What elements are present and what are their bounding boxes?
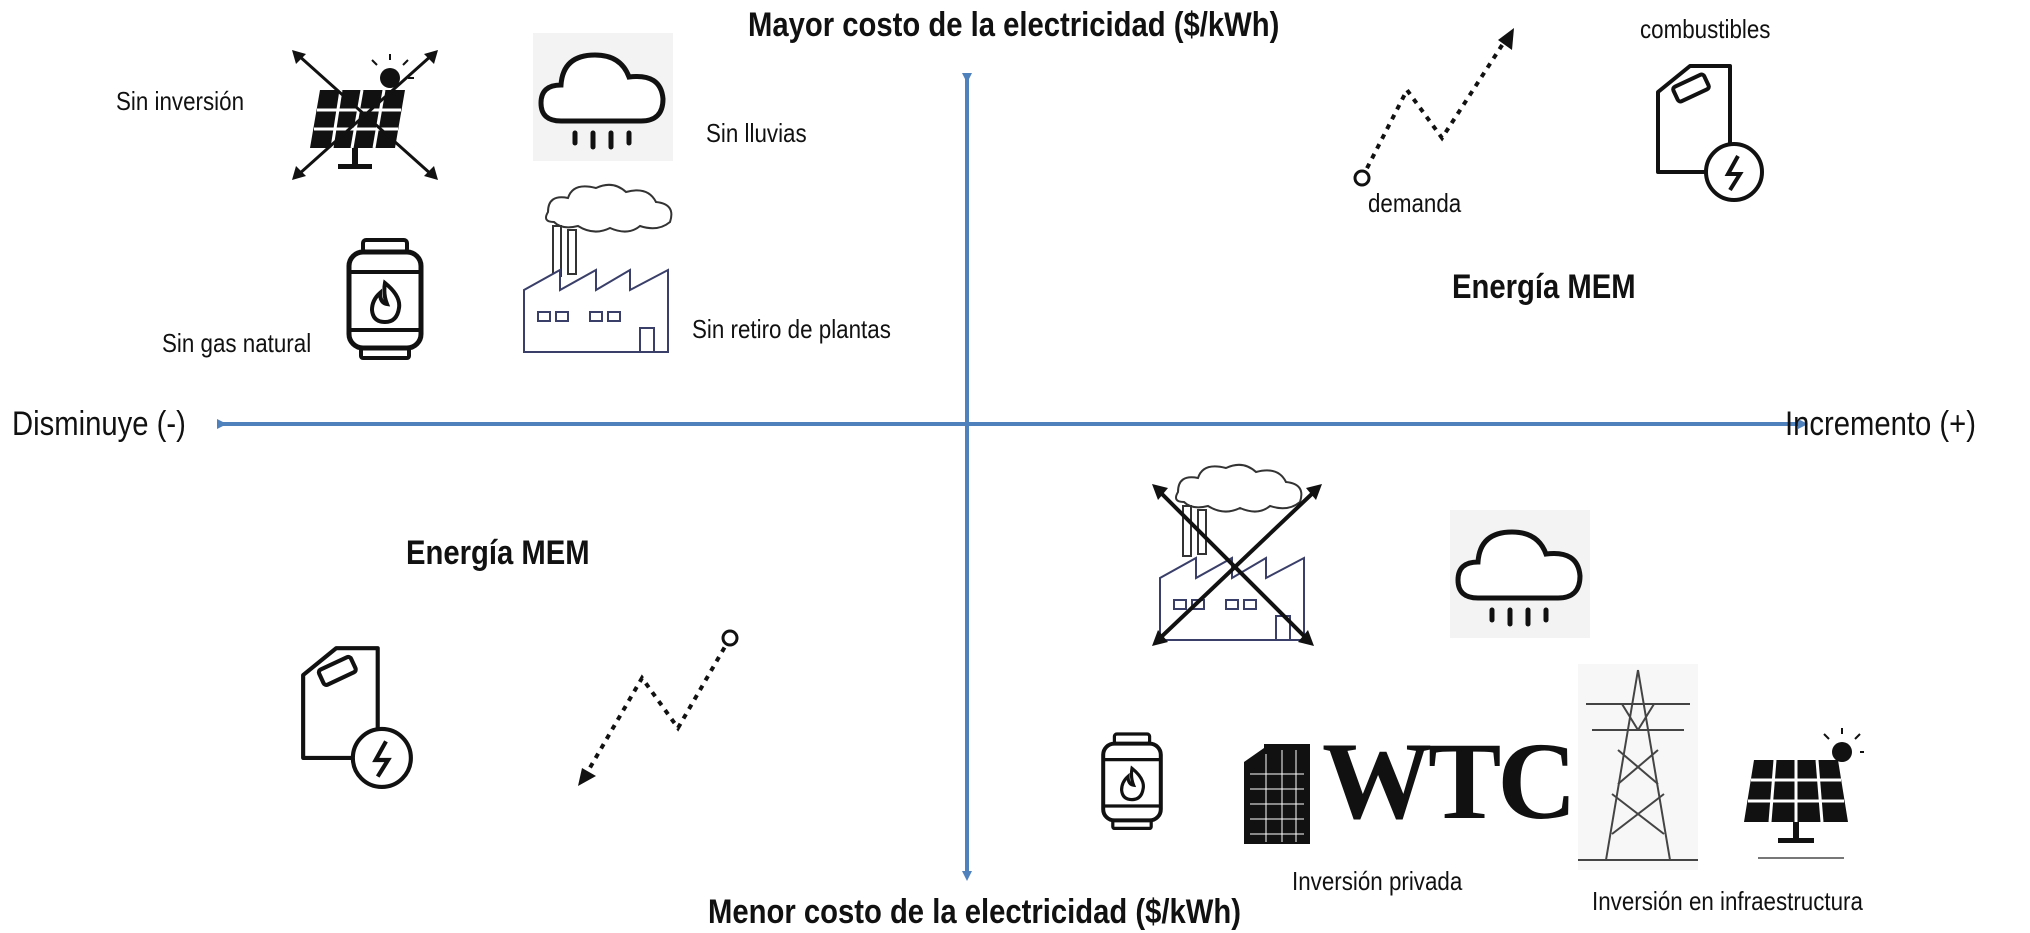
axis-bottom-label: Menor costo de la electricidad ($/kWh) xyxy=(708,893,1241,931)
transmission-tower-icon xyxy=(1578,664,1698,870)
rain-cloud-icon-bottom xyxy=(1450,510,1590,638)
gas-cylinder-icon-bottom xyxy=(1101,732,1163,830)
solar-panel-icon-bottom xyxy=(1744,728,1864,859)
infrastructure-investment-label: Inversión en infraestructura xyxy=(1592,886,1863,916)
demand-label: demanda xyxy=(1368,188,1462,218)
energy-mem-bottom-label: Energía MEM xyxy=(406,534,590,572)
no-rain-label: Sin lluvias xyxy=(706,118,807,148)
trend-up-arrow-icon xyxy=(1353,28,1514,187)
no-plant-retirement-label: Sin retiro de plantas xyxy=(692,314,891,344)
factory-crossed-icon xyxy=(1152,463,1322,646)
trend-down-arrow-icon xyxy=(578,629,739,786)
no-investment-label: Sin inversión xyxy=(116,86,245,116)
fuel-can-icon-bottom xyxy=(301,646,413,789)
axis-left-label: Disminuye (-) xyxy=(12,405,186,443)
factory-icon xyxy=(523,183,673,353)
energy-mem-top-label: Energía MEM xyxy=(1452,268,1636,306)
wtc-logo-text: WTC xyxy=(1322,720,1577,842)
axis-right-label: Incremento (+) xyxy=(1785,405,1976,443)
rain-cloud-icon xyxy=(533,33,673,161)
building-logo-icon xyxy=(1244,744,1310,844)
gas-cylinder-icon xyxy=(346,238,424,360)
axis-top-label: Mayor costo de la electricidad ($/kWh) xyxy=(748,6,1280,44)
private-investment-label: Inversión privada xyxy=(1292,866,1463,896)
fuels-label: combustibles xyxy=(1640,14,1771,44)
solar-panel-icon xyxy=(292,50,438,180)
fuel-can-icon xyxy=(1656,64,1764,202)
no-gas-label: Sin gas natural xyxy=(162,328,312,358)
